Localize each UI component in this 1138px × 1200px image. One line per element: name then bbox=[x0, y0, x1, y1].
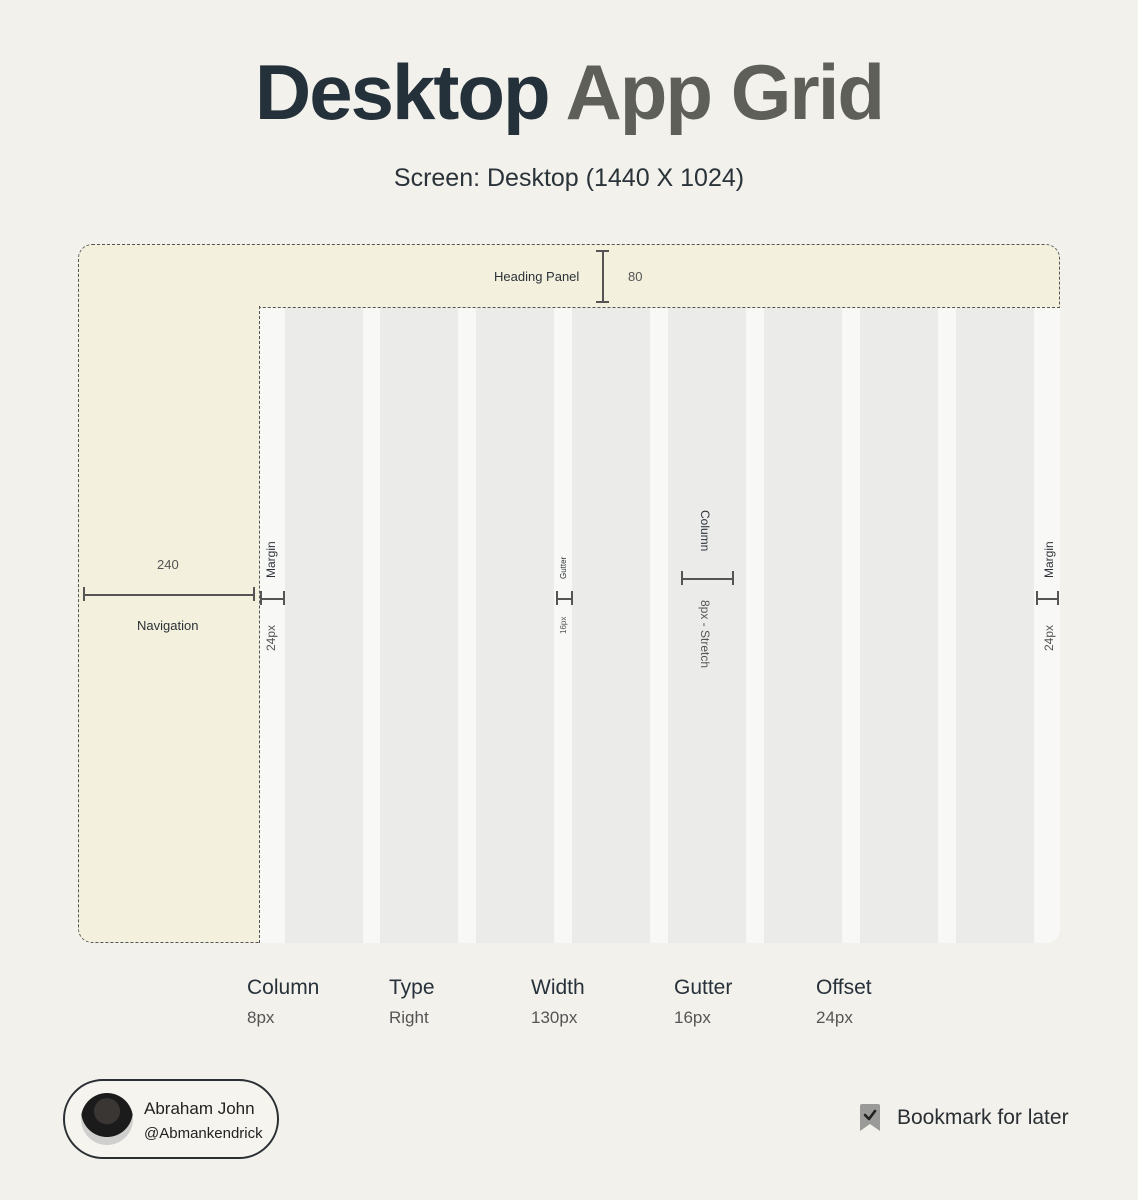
author-handle: @Abmankendrick bbox=[144, 1125, 263, 1142]
bookmark-label[interactable]: Bookmark for later bbox=[897, 1106, 1069, 1129]
navigation-panel bbox=[78, 306, 260, 943]
measure-cap bbox=[253, 587, 255, 601]
subtitle: Screen: Desktop (1440 X 1024) bbox=[393, 164, 745, 192]
spec-key: Width bbox=[531, 976, 585, 999]
nav-width-measure bbox=[83, 594, 254, 596]
spec-value: 16px bbox=[674, 1008, 711, 1027]
measure-cap bbox=[556, 591, 558, 605]
nav-width-value: 240 bbox=[157, 557, 179, 572]
heading-height-value: 80 bbox=[628, 269, 643, 284]
page-title: Desktop App Grid bbox=[0, 52, 1138, 132]
measure-cap bbox=[571, 591, 573, 605]
measure-cap bbox=[681, 571, 683, 585]
spec-type: Type Right bbox=[389, 976, 435, 1028]
column-measure bbox=[681, 578, 733, 580]
title-part-1: Desktop bbox=[254, 48, 551, 136]
spec-key: Column bbox=[247, 976, 320, 999]
grid-column bbox=[476, 308, 554, 943]
measure-cap bbox=[1057, 591, 1059, 605]
grid-column bbox=[668, 308, 746, 943]
spec-column: Column 8px bbox=[247, 976, 319, 1028]
measure-cap bbox=[596, 301, 609, 303]
measure-cap bbox=[732, 571, 734, 585]
left-margin-value: 24px bbox=[264, 624, 278, 651]
spec-value: 130px bbox=[531, 1008, 578, 1027]
spec-width: Width 130px bbox=[531, 976, 585, 1028]
right-margin-label: Margin bbox=[1042, 541, 1056, 578]
spec-key: Offset bbox=[816, 976, 872, 999]
author-card[interactable]: Abraham John @Abmankendrick bbox=[63, 1079, 279, 1159]
spec-key: Gutter bbox=[674, 976, 733, 999]
gutter-label: Gutter bbox=[559, 556, 568, 579]
author-name: Abraham John bbox=[144, 1099, 255, 1118]
measure-cap bbox=[283, 591, 285, 605]
gutter-value: 16px bbox=[559, 616, 568, 634]
left-margin-measure bbox=[260, 598, 284, 600]
column-label: Column bbox=[698, 510, 712, 552]
measure-cap bbox=[83, 587, 85, 601]
measure-cap bbox=[596, 250, 609, 252]
measure-cap bbox=[260, 591, 262, 605]
column-value: 8px - Stretch bbox=[698, 600, 712, 669]
grid-column bbox=[572, 308, 650, 943]
grid-diagram: Heading Panel 80 240 Navigation Margin 2… bbox=[78, 244, 1060, 943]
right-margin-measure bbox=[1036, 598, 1058, 600]
bookmark-icon[interactable] bbox=[858, 1103, 882, 1138]
measure-cap bbox=[1036, 591, 1038, 605]
avatar bbox=[81, 1093, 133, 1145]
grid-column bbox=[285, 308, 363, 943]
nav-label: Navigation bbox=[137, 618, 199, 633]
gutter-measure bbox=[556, 598, 572, 600]
grid-column bbox=[860, 308, 938, 943]
spec-gutter: Gutter 16px bbox=[674, 976, 732, 1028]
grid-column bbox=[380, 308, 458, 943]
grid-column bbox=[764, 308, 842, 943]
spec-offset: Offset 24px bbox=[816, 976, 872, 1028]
left-margin-label: Margin bbox=[264, 541, 278, 578]
spec-value: 8px bbox=[247, 1008, 275, 1027]
heading-height-measure bbox=[602, 250, 604, 302]
spec-key: Type bbox=[389, 976, 435, 999]
right-margin-value: 24px bbox=[1042, 624, 1056, 651]
grid-column bbox=[956, 308, 1034, 943]
title-part-2: App Grid bbox=[565, 48, 885, 136]
spec-value: 24px bbox=[816, 1008, 853, 1027]
heading-panel bbox=[78, 244, 1060, 308]
heading-panel-label: Heading Panel bbox=[494, 269, 580, 284]
spec-value: Right bbox=[389, 1008, 429, 1027]
